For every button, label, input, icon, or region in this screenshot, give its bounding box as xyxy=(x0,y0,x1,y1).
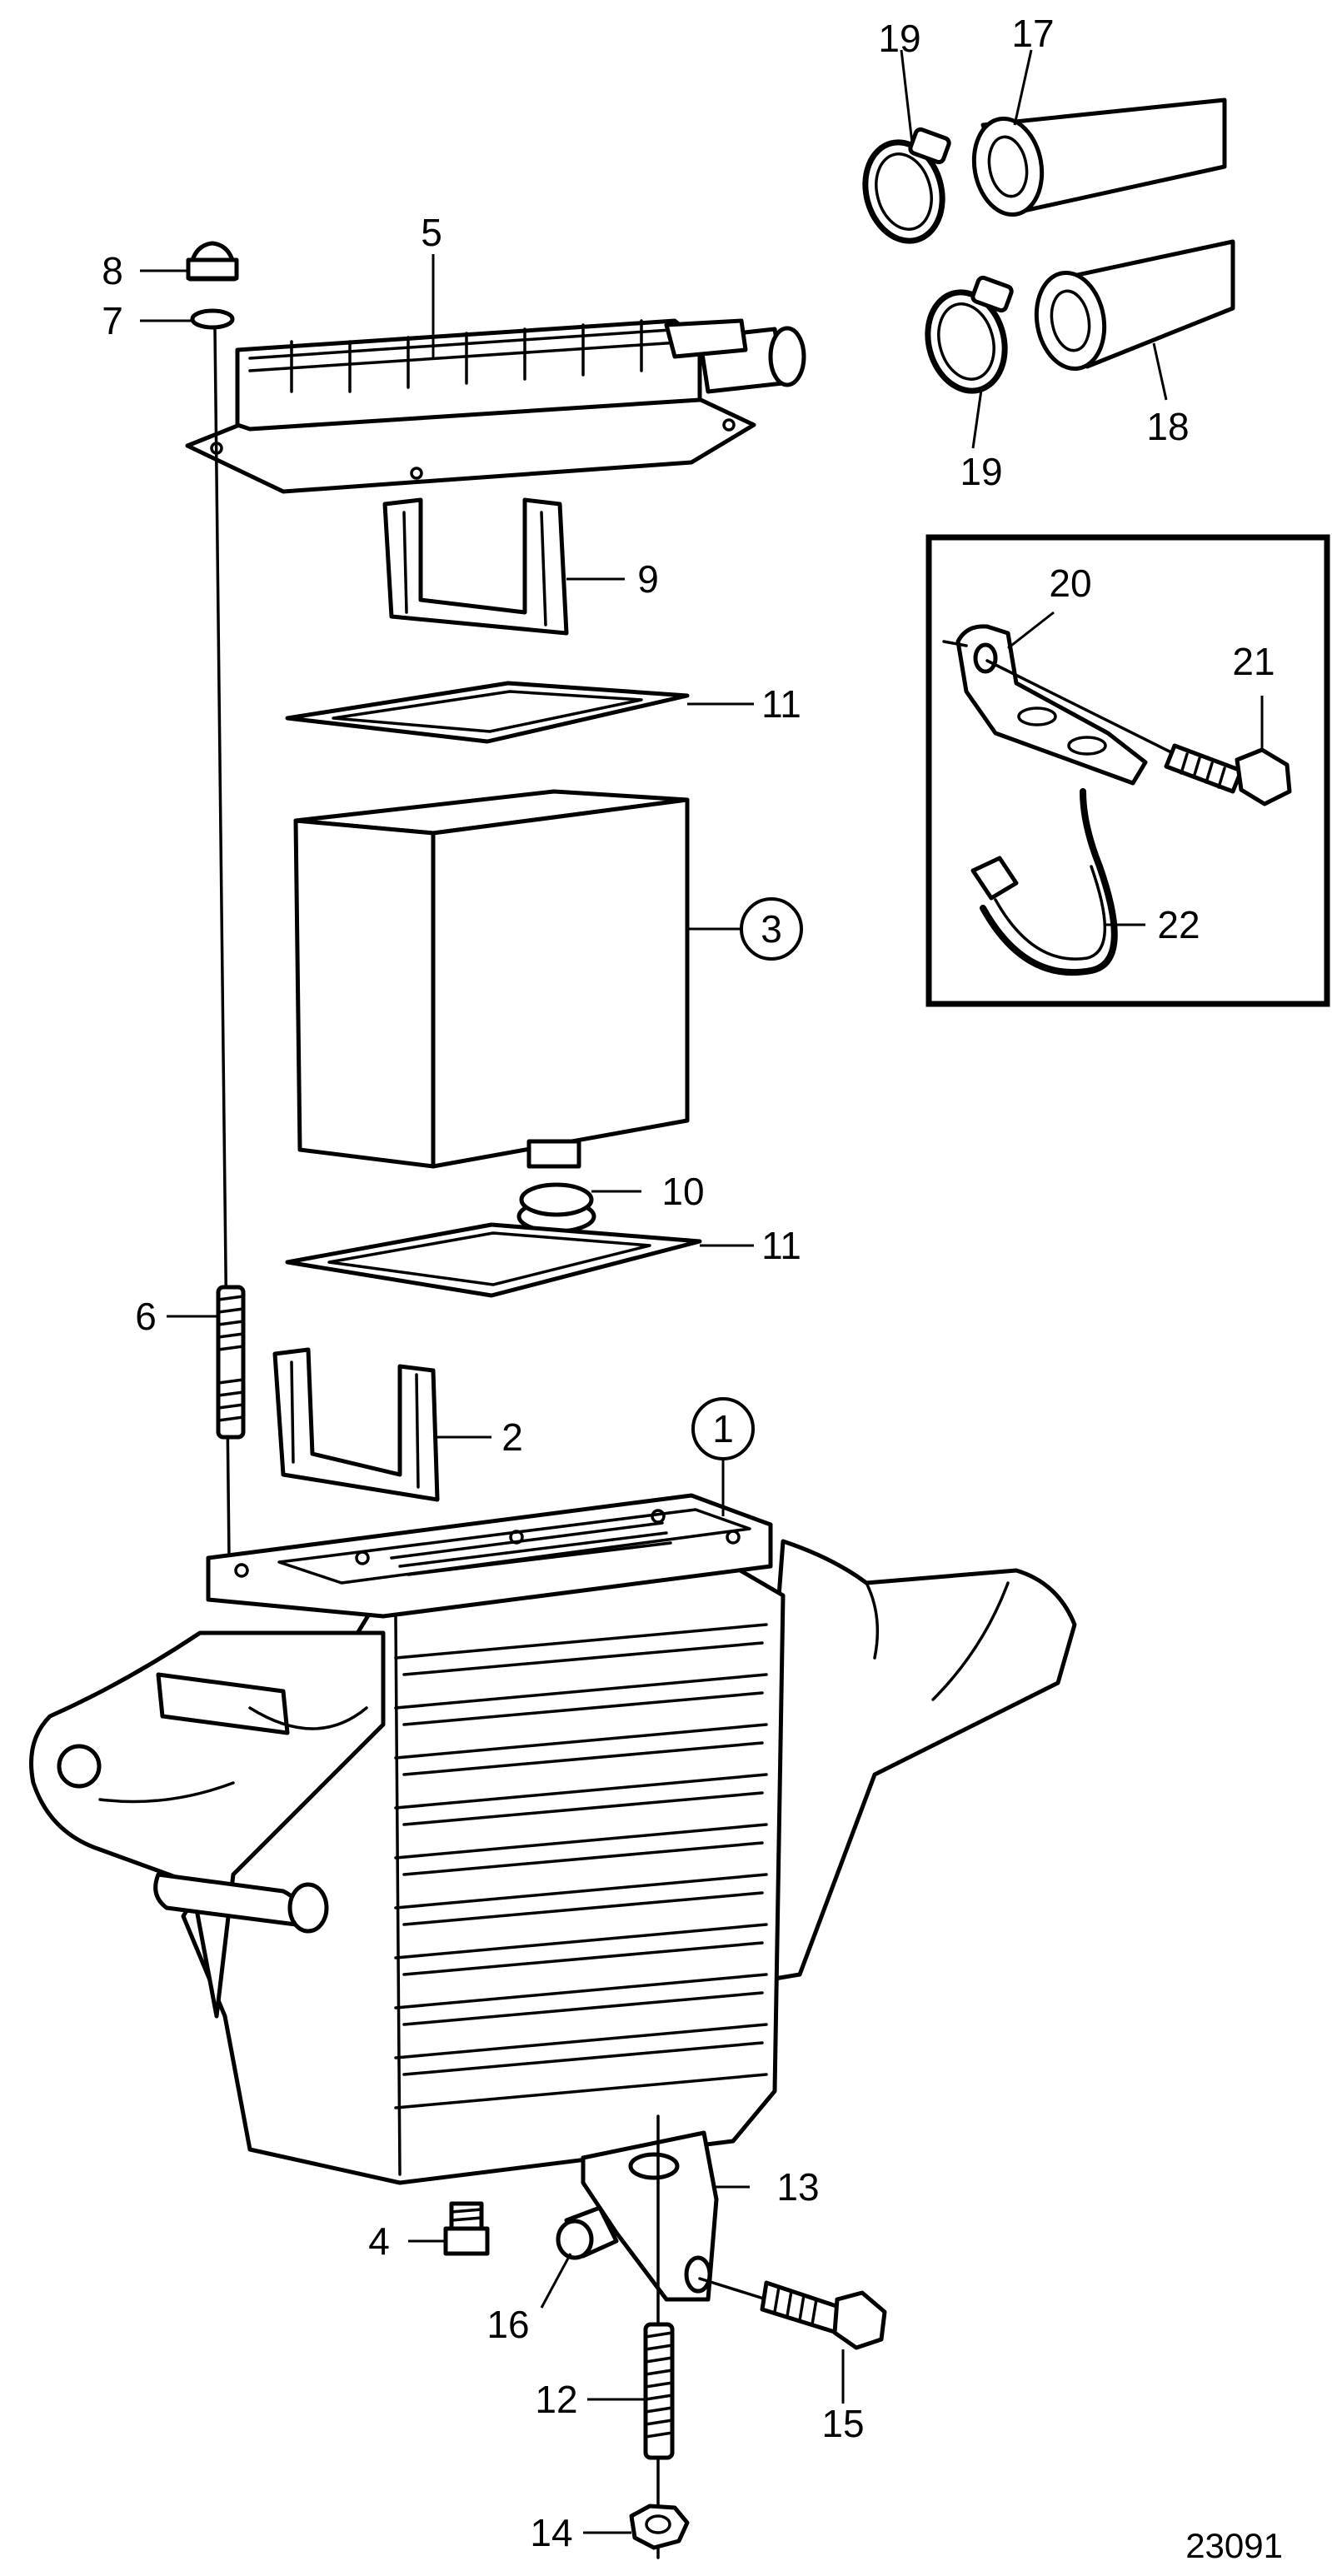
label-13: 13 xyxy=(776,2165,819,2209)
gasket-11-upper xyxy=(285,681,690,744)
label-19-upper: 19 xyxy=(878,17,920,60)
label-2: 2 xyxy=(501,1415,523,1459)
hose-clamp-19-upper xyxy=(862,127,951,244)
label-18: 18 xyxy=(1146,405,1189,448)
label-10: 10 xyxy=(661,1170,704,1213)
gasket-11-lower xyxy=(285,1222,702,1298)
circle-marker-1 xyxy=(691,1397,755,1460)
label-11-upper: 11 xyxy=(761,682,801,726)
label-8: 8 xyxy=(102,249,123,292)
circle-marker-3 xyxy=(740,897,803,961)
label-3: 3 xyxy=(761,907,782,951)
label-21: 21 xyxy=(1232,640,1275,683)
cable-tie-22 xyxy=(970,788,1118,976)
hose-18 xyxy=(1034,239,1235,372)
label-1: 1 xyxy=(712,1407,734,1450)
drawing-reference-number: 23091 xyxy=(1185,2526,1283,2565)
cooler-insert-3 xyxy=(293,789,690,1169)
drain-plug-4 xyxy=(443,2201,490,2256)
label-12: 12 xyxy=(535,2378,577,2421)
bolt-15 xyxy=(698,2277,887,2350)
label-17: 17 xyxy=(1011,12,1054,55)
spacer-16 xyxy=(556,2205,619,2260)
bracket-20 xyxy=(942,624,1148,786)
hose-clamp-19-lower xyxy=(925,275,1014,394)
seal-2 xyxy=(272,1347,440,1502)
label-16: 16 xyxy=(486,2303,529,2346)
label-9: 9 xyxy=(637,557,659,601)
intercooler-housing-1 xyxy=(29,1493,1077,2185)
label-14: 14 xyxy=(530,2511,572,2554)
label-19-lower: 19 xyxy=(960,450,1002,493)
bolt-21 xyxy=(985,659,1292,806)
hose-17 xyxy=(971,97,1227,217)
manifold-cover-5 xyxy=(185,318,806,494)
stud-6 xyxy=(216,1285,246,1440)
label-22: 22 xyxy=(1157,903,1200,946)
label-7: 7 xyxy=(102,299,123,342)
label-5: 5 xyxy=(421,211,442,254)
washer-7 xyxy=(190,308,235,330)
label-4: 4 xyxy=(368,2219,390,2263)
bracket-13 xyxy=(581,2114,719,2302)
seal-9 xyxy=(382,497,569,636)
stud-12 xyxy=(643,2181,675,2559)
label-15: 15 xyxy=(821,2402,864,2445)
leader-lines xyxy=(140,49,1264,2534)
label-11-lower: 11 xyxy=(761,1224,801,1267)
cap-nut-8 xyxy=(186,241,239,282)
seal-ring-10 xyxy=(516,1182,596,1234)
label-20: 20 xyxy=(1049,562,1091,605)
label-6: 6 xyxy=(135,1295,157,1338)
nut-14 xyxy=(629,2504,690,2550)
